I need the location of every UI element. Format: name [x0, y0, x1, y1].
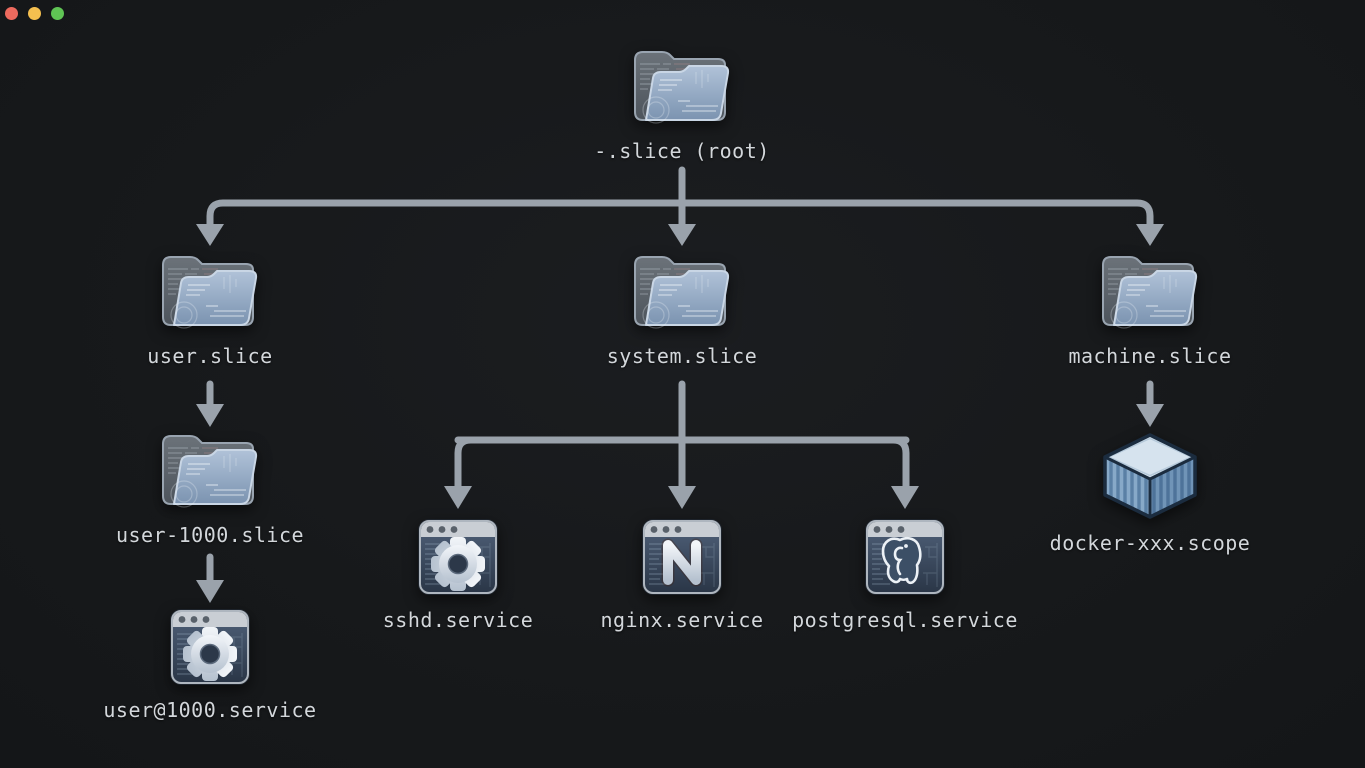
window-controls — [5, 7, 64, 20]
node-label: user@1000.service — [103, 698, 317, 722]
folder-icon — [158, 428, 262, 512]
node-nginx-service: nginx.service — [552, 517, 812, 632]
node-label: nginx.service — [600, 608, 764, 632]
node-label: sshd.service — [382, 608, 534, 632]
gear-app-icon — [416, 517, 500, 597]
node-machine-slice: machine.slice — [1020, 249, 1280, 368]
node-root-slice: -.slice (root) — [552, 44, 812, 163]
edge-system-fan — [454, 436, 910, 491]
node-label: postgresql.service — [792, 608, 1018, 632]
folder-icon — [630, 44, 734, 128]
node-sshd-service: sshd.service — [328, 517, 588, 632]
folder-icon — [158, 249, 262, 333]
node-docker-scope: docker-xxx.scope — [1020, 430, 1280, 555]
zoom-button[interactable] — [51, 7, 64, 20]
postgres-app-icon — [863, 517, 947, 597]
minimize-button[interactable] — [28, 7, 41, 20]
folder-icon — [630, 249, 734, 333]
node-system-slice: system.slice — [552, 249, 812, 368]
node-label: machine.slice — [1068, 344, 1232, 368]
folder-icon — [1098, 249, 1202, 333]
node-label: -.slice (root) — [594, 139, 770, 163]
nginx-app-icon — [640, 517, 724, 597]
node-label: user.slice — [147, 344, 273, 368]
node-label: user-1000.slice — [115, 523, 305, 547]
node-label: system.slice — [606, 344, 758, 368]
node-user-1000-service: user@1000.service — [80, 607, 340, 722]
close-button[interactable] — [5, 7, 18, 20]
node-user-1000-slice: user-1000.slice — [80, 428, 340, 547]
container-icon — [1100, 430, 1200, 520]
node-user-slice: user.slice — [80, 249, 340, 368]
gear-app-icon — [168, 607, 252, 687]
node-label: docker-xxx.scope — [1049, 531, 1251, 555]
node-postgresql-service: postgresql.service — [775, 517, 1035, 632]
